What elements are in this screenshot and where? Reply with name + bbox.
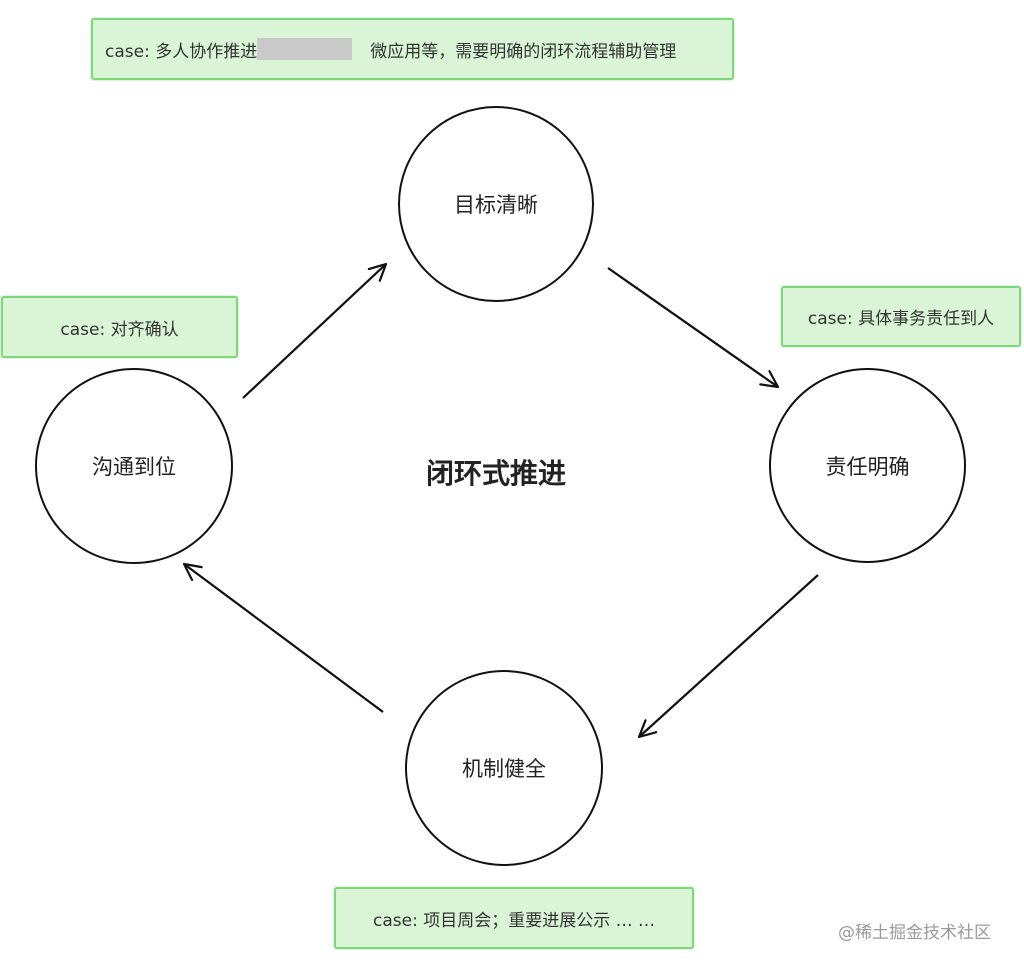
arrow-top-to-right	[607, 267, 780, 389]
node-communication: 沟通到位	[35, 368, 233, 564]
redacted-block	[257, 38, 353, 60]
top-case-note-text-after: 微应用等，需要明确的闭环流程辅助管理	[370, 41, 677, 62]
center-title: 闭环式推进	[425, 457, 566, 490]
top-case-note: case: 多人协作推进 微应用等，需要明确的闭环流程辅助管理	[91, 18, 734, 80]
arrow-left-to-top	[242, 262, 388, 399]
bottom-case-note-text: case: 项目周会；重要进展公示 … …	[372, 910, 656, 931]
right-case-note: case: 具体事务责任到人	[781, 286, 1021, 347]
arrow-bottom-to-left	[182, 562, 384, 713]
node-mechanism: 机制健全	[405, 670, 603, 866]
node-goal-clarity: 目标清晰	[398, 106, 594, 302]
left-case-note: case: 对齐确认	[1, 296, 238, 358]
left-case-note-text: case: 对齐确认	[60, 319, 179, 340]
top-case-note-text-before: case: 多人协作推进	[105, 41, 258, 62]
node-goal-clarity-label: 目标清晰	[454, 193, 538, 217]
node-mechanism-label: 机制健全	[462, 757, 546, 781]
right-case-note-text: case: 具体事务责任到人	[807, 309, 995, 329]
watermark: @稀土掘金技术社区	[838, 923, 991, 943]
arrow-right-to-bottom	[637, 574, 819, 739]
node-responsibility: 责任明确	[769, 368, 966, 563]
node-responsibility-label: 责任明确	[825, 454, 910, 479]
bottom-case-note: case: 项目周会；重要进展公示 … …	[334, 887, 694, 949]
node-communication-label: 沟通到位	[92, 455, 176, 479]
